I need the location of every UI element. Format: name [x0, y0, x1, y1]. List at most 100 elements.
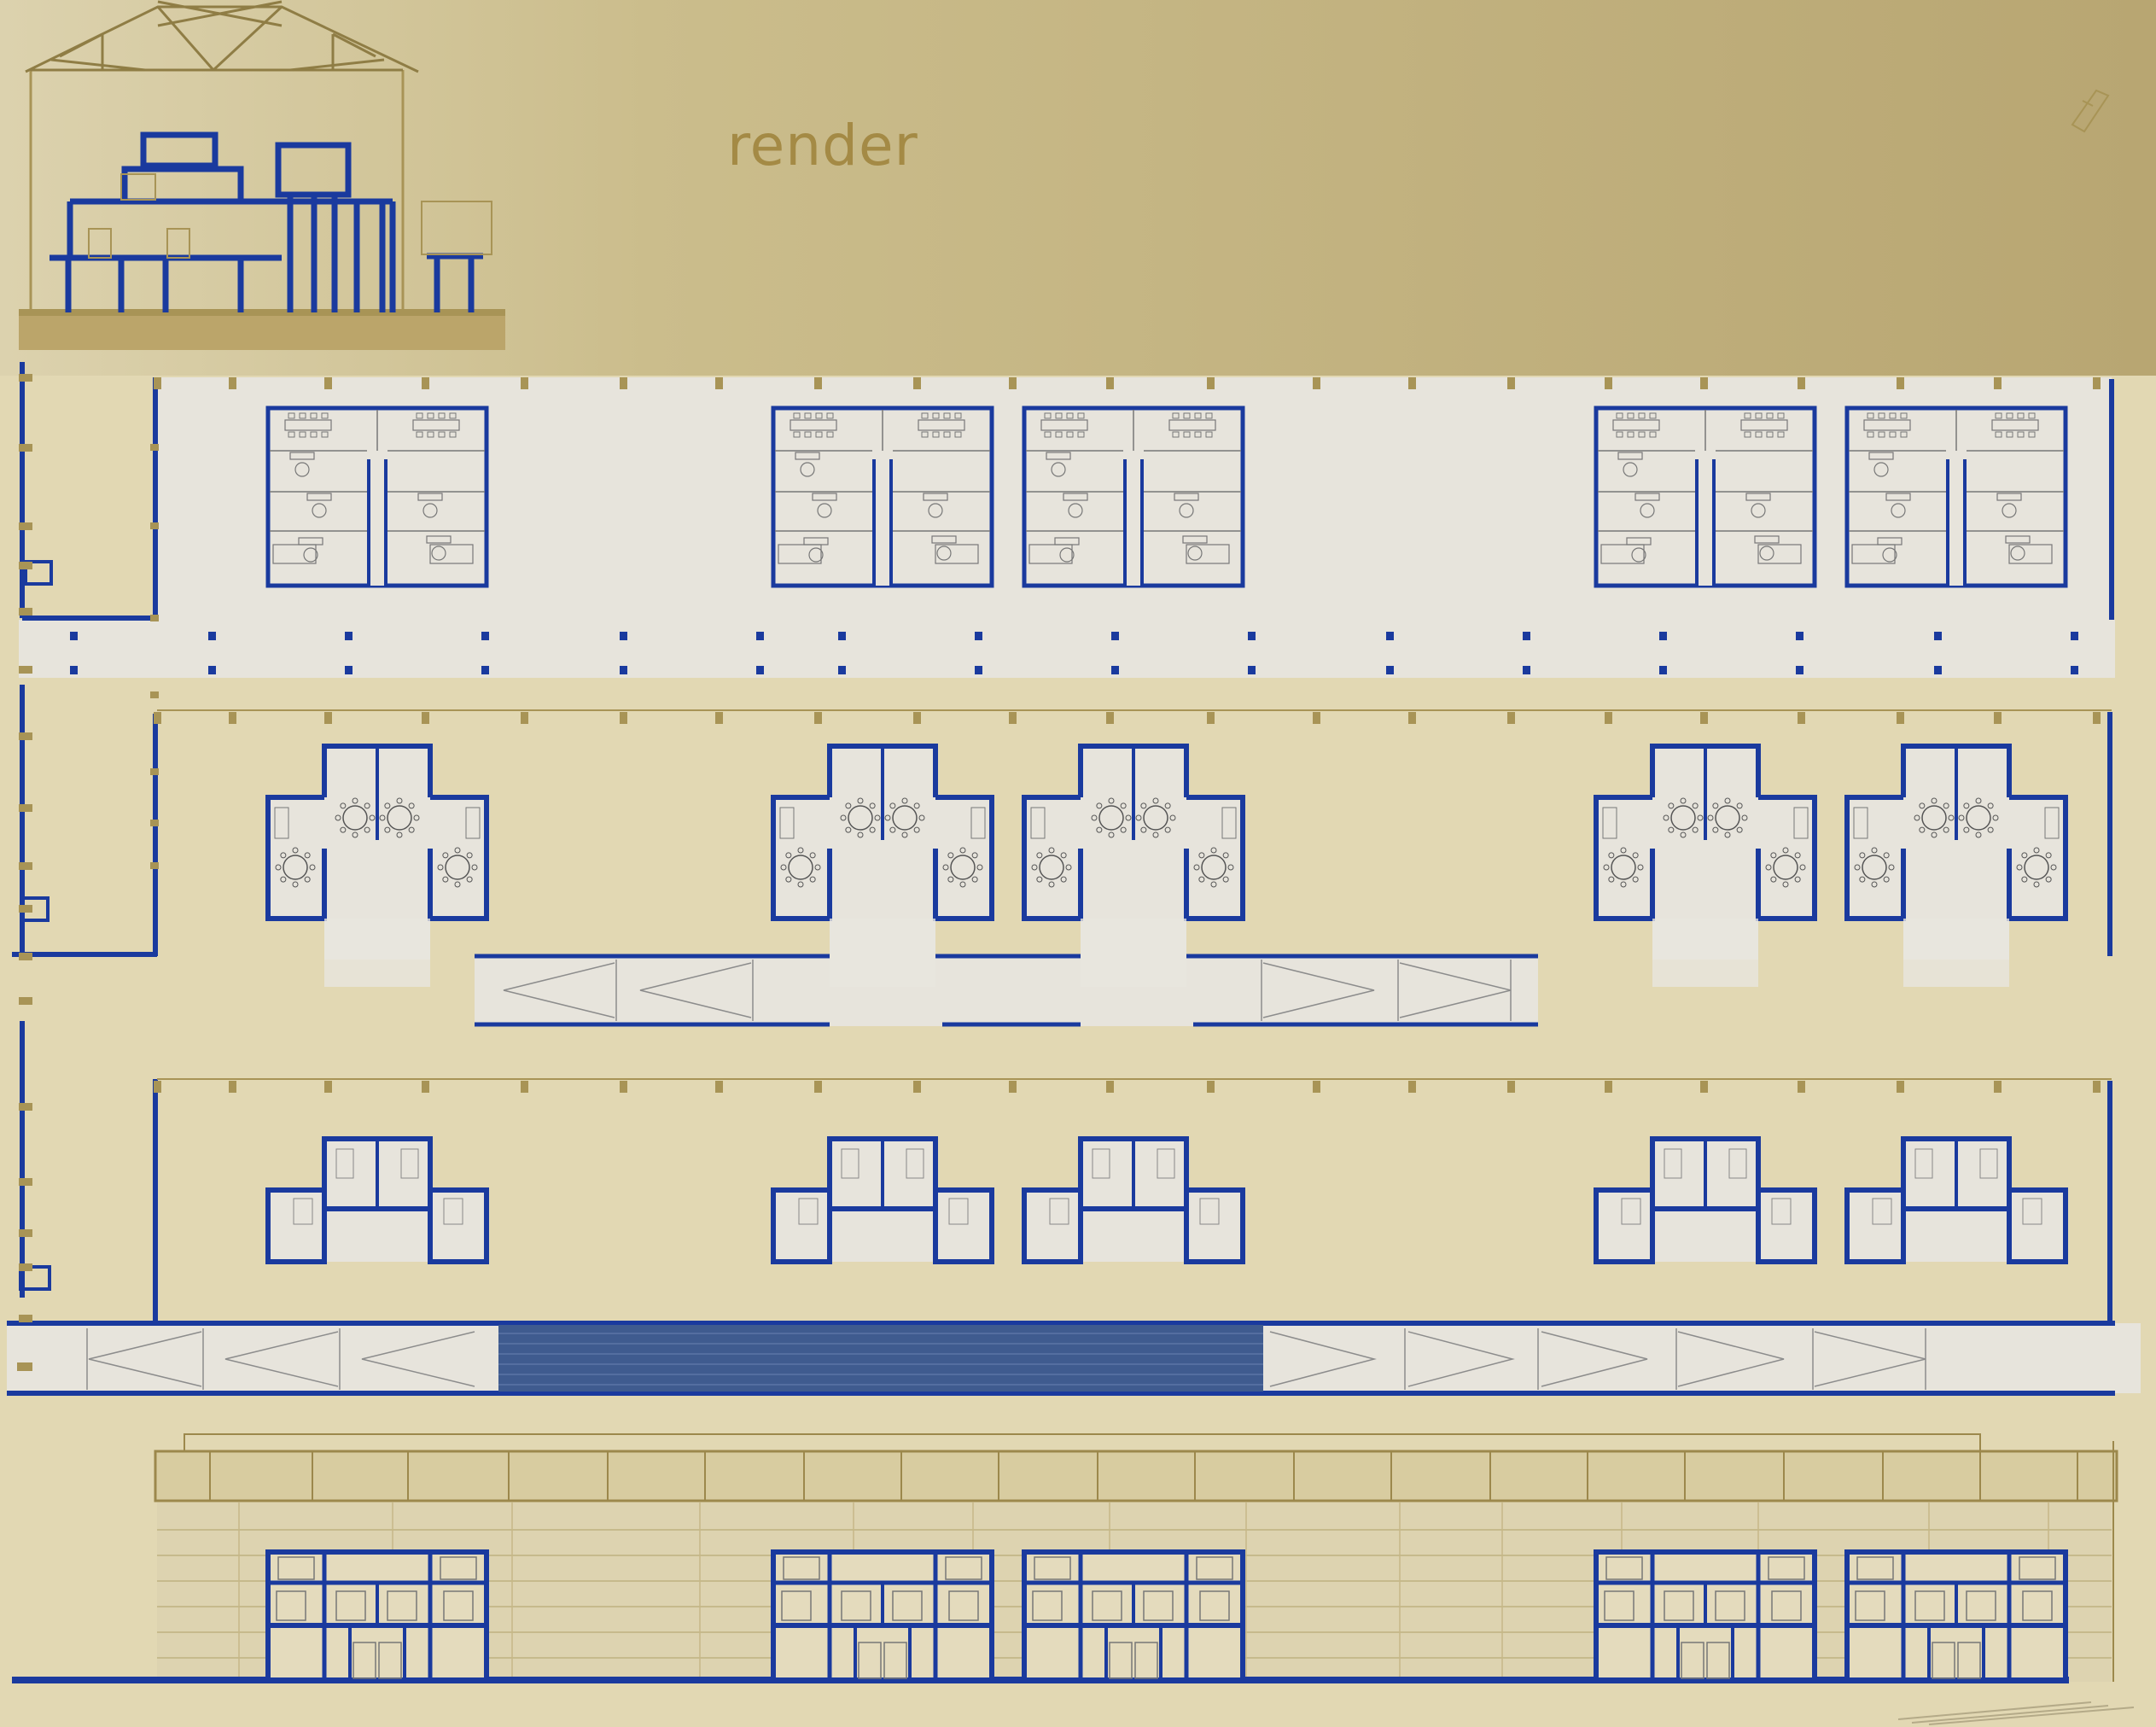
column: [1994, 712, 2002, 724]
column: [1386, 666, 1394, 674]
chair: [1036, 852, 1043, 859]
chair: [1765, 864, 1772, 871]
chair: [1193, 864, 1200, 871]
chair: [304, 876, 311, 883]
column: [324, 377, 332, 389]
table: [284, 419, 332, 431]
chair: [1867, 412, 1874, 419]
column: [229, 712, 236, 724]
chair: [2045, 876, 2052, 883]
chair: [921, 412, 929, 419]
column: [19, 997, 32, 1005]
door: [1681, 1642, 1704, 1679]
window: [2019, 1556, 2056, 1580]
elevation-modules: [265, 1549, 2068, 1683]
column: [150, 768, 159, 775]
meeting-module: [265, 744, 489, 987]
elevation-module: [1022, 1549, 1245, 1683]
round-table: [1039, 855, 1064, 880]
service-module: [1594, 1136, 1817, 1264]
chair: [1638, 412, 1646, 419]
chair: [1198, 852, 1205, 859]
desk-chair: [1640, 503, 1655, 518]
chair: [408, 826, 415, 833]
chair: [1987, 802, 1994, 809]
column: [19, 1229, 32, 1237]
round-table: [1143, 805, 1168, 831]
round-table: [1921, 805, 1947, 831]
corner-mark: [2071, 89, 2110, 133]
meeting-module: [1844, 744, 2068, 987]
column: [521, 377, 528, 389]
door: [1706, 1642, 1730, 1679]
desk: [1745, 493, 1771, 501]
column: [1798, 377, 1805, 389]
chair: [1889, 431, 1897, 438]
chair: [1871, 881, 1878, 888]
chair: [1943, 826, 1949, 833]
column: [756, 632, 764, 640]
desk: [1634, 493, 1660, 501]
chair: [1120, 802, 1127, 809]
chair: [1222, 852, 1229, 859]
column: [481, 666, 489, 674]
column: [19, 732, 32, 740]
round-table: [283, 855, 308, 880]
column: [1934, 666, 1942, 674]
door: [353, 1642, 376, 1679]
chair: [1931, 831, 1937, 838]
chair: [1077, 412, 1085, 419]
chair: [1697, 814, 1704, 821]
column: [1700, 712, 1708, 724]
column: [150, 862, 159, 869]
round-table: [848, 805, 873, 831]
column: [208, 632, 216, 640]
column: [620, 377, 627, 389]
stair: [1728, 1148, 1747, 1179]
chair: [1736, 826, 1743, 833]
round-table: [387, 805, 412, 831]
column: [1106, 377, 1114, 389]
chair: [826, 412, 834, 419]
desk-chair: [1873, 462, 1889, 477]
chair: [1060, 876, 1067, 883]
chair: [1649, 431, 1657, 438]
desk: [795, 452, 820, 460]
chair: [442, 876, 449, 883]
chair: [396, 797, 403, 804]
service-modules: [265, 1136, 2068, 1264]
chair: [947, 876, 954, 883]
stair-landing: [1081, 919, 1186, 987]
stair: [1664, 1148, 1682, 1179]
stair-landing: [1652, 919, 1758, 987]
chair: [976, 864, 983, 871]
window: [1966, 1590, 1996, 1621]
column: [2071, 632, 2078, 640]
round-table: [1715, 805, 1740, 831]
column: [1386, 632, 1394, 640]
round-table: [1201, 855, 1227, 880]
chair: [947, 852, 954, 859]
chair: [814, 864, 821, 871]
column: [229, 377, 236, 389]
ground-corridor: [7, 1321, 2141, 1396]
column: [1700, 377, 1708, 389]
chair: [1770, 852, 1777, 859]
desk-chair: [928, 503, 943, 518]
column: [19, 1103, 32, 1111]
chair: [1140, 802, 1147, 809]
table: [412, 419, 460, 431]
stair: [335, 1148, 354, 1179]
column: [1207, 377, 1215, 389]
column: [150, 615, 159, 621]
desk-chair: [312, 503, 327, 518]
column: [150, 691, 159, 698]
column: [1659, 632, 1667, 640]
chair: [384, 802, 391, 809]
chair: [1975, 831, 1982, 838]
chair: [396, 831, 403, 838]
chair: [874, 814, 881, 821]
column: [2071, 666, 2078, 674]
chair: [292, 881, 299, 888]
